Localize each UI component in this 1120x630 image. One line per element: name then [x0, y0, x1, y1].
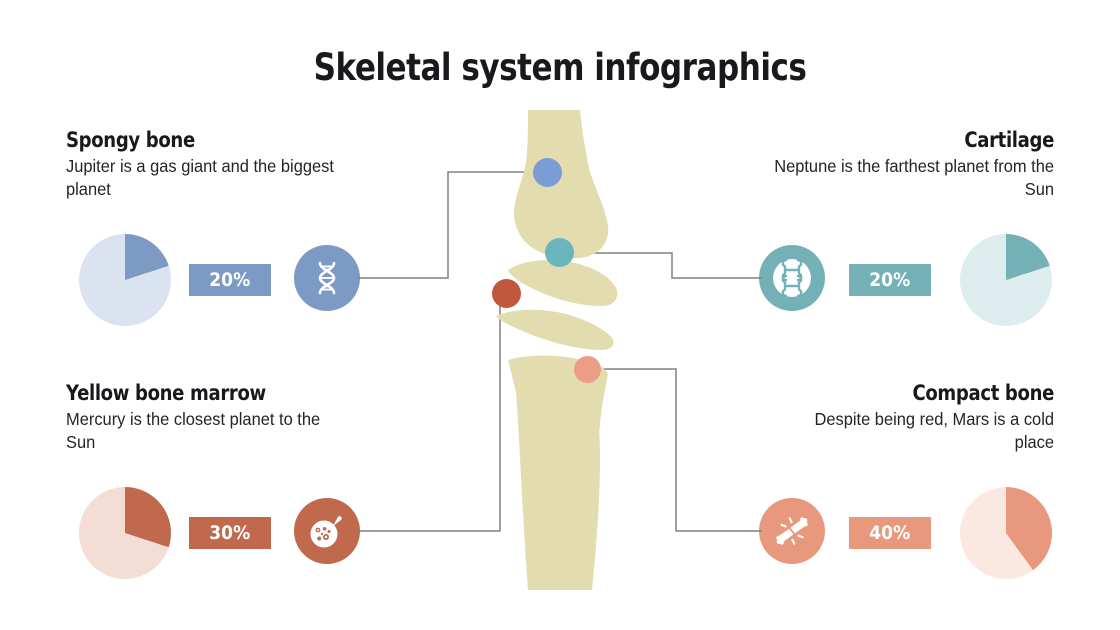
pie-chart-cartilage: [960, 234, 1052, 326]
text-block-cartilage: Cartilage Neptune is the farthest planet…: [754, 128, 1054, 201]
icon-button-cartilage[interactable]: [759, 245, 825, 311]
percent-label-compact-bone: 40%: [869, 522, 911, 544]
icon-button-yellow-bone-marrow[interactable]: [294, 498, 360, 564]
percent-badge-yellow-bone-marrow: 30%: [189, 517, 271, 549]
body-spongy-bone: Jupiter is a gas giant and the biggest p…: [66, 156, 334, 199]
joint-cartilage-icon: [773, 258, 811, 298]
percent-label-yellow-bone-marrow: 30%: [209, 522, 251, 544]
text-block-compact-bone: Compact bone Despite being red, Mars is …: [754, 381, 1054, 454]
body-yellow-bone-marrow: Mercury is the closest planet to the Sun: [66, 409, 321, 452]
heading-cartilage: Cartilage: [964, 128, 1054, 152]
pie-chart-yellow-bone-marrow: [79, 487, 171, 579]
text-block-yellow-bone-marrow: Yellow bone marrow Mercury is the closes…: [66, 381, 366, 454]
dna-helix-icon: [318, 261, 336, 295]
heading-compact-bone: Compact bone: [912, 381, 1054, 405]
heading-spongy-bone: Spongy bone: [66, 128, 195, 152]
body-compact-bone: Despite being red, Mars is a cold place: [814, 409, 1054, 452]
pie-chart-compact-bone: [960, 487, 1052, 579]
percent-badge-cartilage: 20%: [849, 264, 931, 296]
bone-marrow-icon: [310, 516, 342, 548]
body-cartilage: Neptune is the farthest planet from the …: [774, 156, 1054, 199]
marker-yellow-bone-marrow[interactable]: [492, 279, 521, 308]
marker-compact-bone[interactable]: [574, 356, 601, 383]
percent-label-spongy-bone: 20%: [209, 269, 251, 291]
marker-cartilage[interactable]: [545, 238, 574, 267]
knee-joint-illustration: [496, 110, 618, 590]
percent-label-cartilage: 20%: [869, 269, 911, 291]
text-block-spongy-bone: Spongy bone Jupiter is a gas giant and t…: [66, 128, 366, 201]
percent-badge-spongy-bone: 20%: [189, 264, 271, 296]
icon-button-spongy-bone[interactable]: [294, 245, 360, 311]
page-title: Skeletal system infographics: [313, 46, 807, 89]
percent-badge-compact-bone: 40%: [849, 517, 931, 549]
heading-yellow-bone-marrow: Yellow bone marrow: [66, 381, 266, 405]
marker-spongy-bone[interactable]: [533, 158, 562, 187]
pie-chart-spongy-bone: [79, 234, 171, 326]
icon-button-compact-bone[interactable]: [759, 498, 825, 564]
broken-bone-icon: [776, 517, 808, 545]
